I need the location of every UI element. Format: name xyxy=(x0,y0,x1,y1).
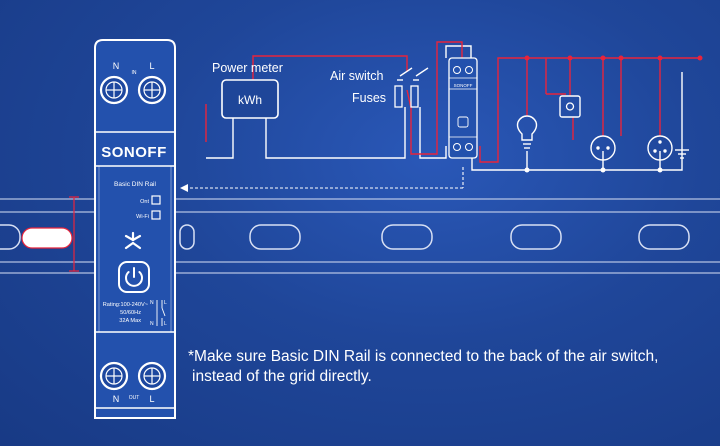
indicator-wifi-label: Wi-Fi xyxy=(136,214,149,220)
svg-text:L: L xyxy=(164,321,167,327)
socket-two-pin-icon xyxy=(590,135,616,161)
terminal-in-l: L xyxy=(149,61,154,71)
power-icon xyxy=(125,271,143,287)
power-meter-box xyxy=(221,79,279,119)
mounting-pointer xyxy=(180,167,464,192)
rail-slot xyxy=(638,224,690,250)
svg-text:N: N xyxy=(150,321,154,327)
indicator-wifi-led xyxy=(151,210,161,220)
socket-three-pin-icon xyxy=(647,135,673,161)
power-meter-label: Power meter xyxy=(212,61,283,75)
light-bulb-icon xyxy=(516,115,538,149)
indicator-ont-label: Ont xyxy=(140,199,149,205)
screw-terminal-in-l xyxy=(137,75,167,105)
schematic-sonoff-device: SONOFF xyxy=(448,57,478,159)
rail-slot xyxy=(249,224,301,250)
note-line-1: *Make sure Basic DIN Rail is connected t… xyxy=(188,348,659,365)
wall-switch-icon xyxy=(559,95,581,118)
rail-slot xyxy=(179,224,195,250)
note-line-2: instead of the grid directly. xyxy=(192,368,372,385)
rail-slot xyxy=(0,224,21,250)
svg-text:L: L xyxy=(164,300,167,306)
sonoff-basic-din-rail: N IN L SONOFF Basic DIN Rail Ont Wi-Fi xyxy=(94,39,176,419)
rail-slot xyxy=(510,224,562,250)
indicator-ont-led xyxy=(151,195,161,205)
ewelink-icon xyxy=(124,231,142,250)
rail-slot xyxy=(381,224,433,250)
sonoff-logo: SONOFF xyxy=(101,144,167,161)
air-switch-label: Air switch xyxy=(330,69,384,83)
screw-terminal-in-n xyxy=(99,75,129,105)
screw-terminal-out-l xyxy=(137,361,167,391)
dimension-35mm: 35mm xyxy=(21,196,79,272)
power-button[interactable] xyxy=(118,261,150,293)
fuse-neutral xyxy=(394,85,403,108)
terminal-out-n: N xyxy=(113,394,120,404)
fuses-label: Fuses xyxy=(352,91,386,105)
model-label: Basic DIN Rail xyxy=(114,181,156,188)
terminal-in-label: IN xyxy=(132,70,137,76)
internal-wiring-symbol: N L N L xyxy=(150,300,167,327)
rating-voltage: Rating:100-240V~ xyxy=(103,302,149,308)
dimension-label: 35mm xyxy=(32,234,63,246)
svg-text:N: N xyxy=(150,300,154,306)
live-wiring xyxy=(205,41,700,163)
screw-terminal-out-n xyxy=(99,361,129,391)
terminal-out-l: L xyxy=(149,394,154,404)
terminal-in-n: N xyxy=(113,61,120,71)
terminal-out-label: OUT xyxy=(129,395,140,401)
rating-frequency: 50/60Hz xyxy=(120,310,141,316)
air-switch-symbol xyxy=(397,67,429,81)
installation-note: *Make sure Basic DIN Rail is connected t… xyxy=(188,347,708,387)
rating-current: 32A Max xyxy=(119,318,141,324)
power-meter-unit: kWh xyxy=(238,93,262,107)
fuse-live xyxy=(410,85,419,108)
schematic-brand: SONOFF xyxy=(454,83,473,88)
wire-junctions xyxy=(524,55,703,61)
